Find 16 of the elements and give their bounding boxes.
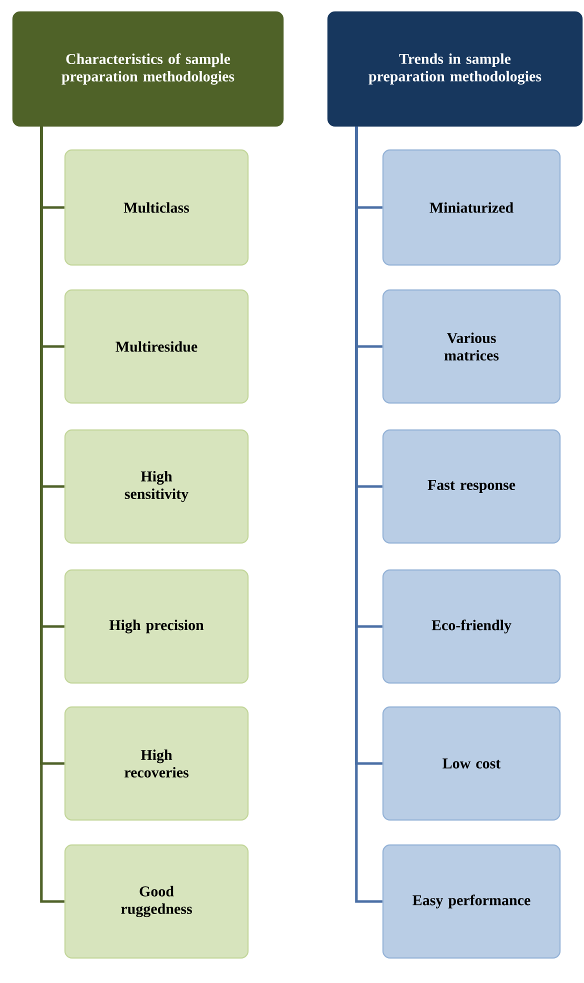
header-box: Characteristics of sample preparation methodologies	[12, 11, 284, 127]
item-box: High sensitivity	[64, 429, 249, 544]
item-box: Easy performance	[382, 844, 561, 959]
item-box: Miniaturized	[382, 149, 561, 266]
connector-line	[355, 126, 382, 903]
item-box: Multiclass	[64, 149, 249, 266]
item-box: Good ruggedness	[64, 844, 249, 959]
item-box: Eco-friendly	[382, 569, 561, 684]
item-box: Low cost	[382, 706, 561, 821]
item-box: High recoveries	[64, 706, 249, 821]
header-box: Trends in sample preparation methodologies	[327, 11, 583, 127]
item-box: Fast response	[382, 429, 561, 544]
connector-line	[40, 126, 64, 903]
item-box: Multiresidue	[64, 289, 249, 404]
item-box: High precision	[64, 569, 249, 684]
item-box: Various matrices	[382, 289, 561, 404]
